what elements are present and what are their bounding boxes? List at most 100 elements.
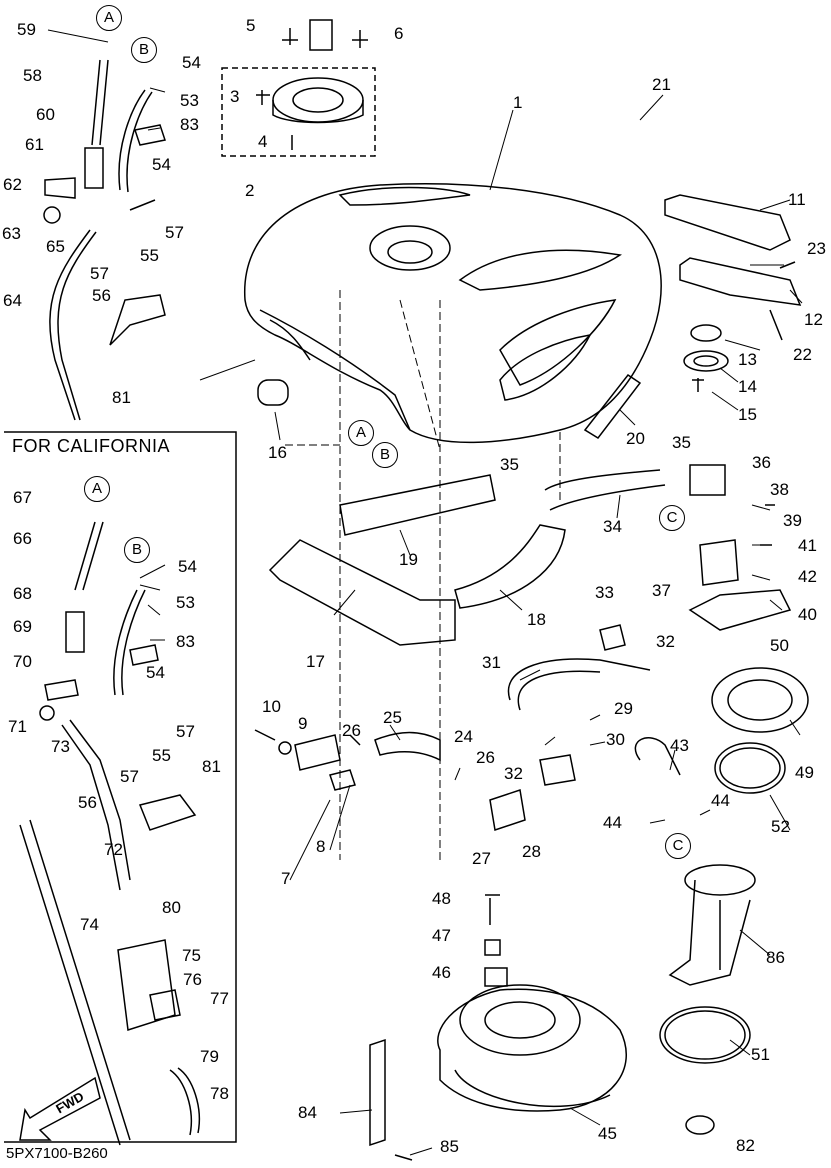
part-label-77: 77 — [210, 989, 229, 1008]
part-label-13: 13 — [738, 350, 757, 369]
part-label-53b: 53 — [176, 593, 195, 612]
part-label-63: 63 — [2, 224, 21, 243]
callout-b-tank: B — [372, 442, 398, 468]
part-label-47: 47 — [432, 926, 451, 945]
part-label-31: 31 — [482, 653, 501, 672]
part-label-4: 4 — [258, 132, 268, 151]
part-label-56a: 56 — [92, 286, 111, 305]
part-label-54b: 54 — [152, 155, 171, 174]
part-label-48: 48 — [432, 889, 451, 908]
diagram-code: 5PX7100-B260 — [6, 1145, 108, 1162]
part-label-58: 58 — [23, 66, 42, 85]
part-label-62: 62 — [3, 175, 22, 194]
part-label-74: 74 — [80, 915, 99, 934]
callout-c-pump: C — [665, 833, 691, 859]
part-label-12: 12 — [804, 310, 823, 329]
part-label-3: 3 — [230, 87, 240, 106]
part-label-17: 17 — [306, 652, 325, 671]
part-label-44b: 44 — [603, 813, 622, 832]
callout-a-tank: A — [348, 420, 374, 446]
part-label-7: 7 — [281, 869, 291, 888]
part-label-33: 33 — [595, 583, 614, 602]
part-label-24: 24 — [454, 727, 473, 746]
part-label-20: 20 — [626, 429, 645, 448]
part-label-52: 52 — [771, 817, 790, 836]
part-label-38: 38 — [770, 480, 789, 499]
part-label-54d: 54 — [146, 663, 165, 682]
part-label-54a: 54 — [182, 53, 201, 72]
california-box — [4, 431, 237, 1146]
part-label-78: 78 — [210, 1084, 229, 1103]
part-label-73: 73 — [51, 737, 70, 756]
california-box-title: FOR CALIFORNIA — [12, 436, 171, 456]
part-label-8: 8 — [316, 837, 326, 856]
part-label-30: 30 — [606, 730, 625, 749]
reference-lines — [285, 290, 561, 860]
grommets — [257, 309, 783, 406]
part-label-1: 1 — [513, 93, 523, 112]
part-label-10: 10 — [262, 697, 281, 716]
part-label-81a: 81 — [112, 388, 131, 407]
callout-b-california: B — [124, 537, 150, 563]
part-label-25: 25 — [383, 708, 402, 727]
part-label-61: 61 — [25, 135, 44, 154]
part-label-34: 34 — [603, 517, 622, 536]
part-label-82: 82 — [736, 1136, 755, 1155]
part-label-85: 85 — [440, 1137, 459, 1156]
part-label-69: 69 — [13, 617, 32, 636]
fwd-arrow — [19, 1076, 101, 1141]
part-label-76: 76 — [183, 970, 202, 989]
part-label-55b: 55 — [152, 746, 171, 765]
part-label-54c: 54 — [178, 557, 197, 576]
part-label-64: 64 — [3, 291, 22, 310]
callout-a-top: A — [96, 5, 122, 31]
part-label-23: 23 — [807, 239, 826, 258]
part-label-11: 11 — [788, 190, 806, 209]
part-label-16: 16 — [268, 443, 287, 462]
part-label-45: 45 — [598, 1124, 617, 1143]
part-label-26b: 26 — [476, 748, 495, 767]
callout-a-california: A — [84, 476, 110, 502]
part-label-72: 72 — [104, 840, 123, 859]
part-label-56b: 56 — [78, 793, 97, 812]
rubber-pads — [268, 373, 642, 646]
part-label-83b: 83 — [176, 632, 195, 651]
mount-bracket — [369, 1038, 413, 1161]
tank-tray — [437, 894, 627, 1112]
part-label-46: 46 — [432, 963, 451, 982]
part-label-67: 67 — [13, 488, 32, 507]
part-label-49: 49 — [795, 763, 814, 782]
part-label-66: 66 — [13, 529, 32, 548]
part-label-86: 86 — [766, 948, 785, 967]
part-label-6: 6 — [394, 24, 404, 43]
part-label-55a: 55 — [140, 246, 159, 265]
part-label-22: 22 — [793, 345, 812, 364]
fuel-sender-bracket — [688, 504, 792, 631]
part-label-44a: 44 — [711, 791, 730, 810]
part-label-81b: 81 — [202, 757, 221, 776]
part-label-59: 59 — [17, 20, 36, 39]
part-label-50: 50 — [770, 636, 789, 655]
part-label-84: 84 — [298, 1103, 317, 1122]
part-label-26a: 26 — [342, 721, 361, 740]
part-label-35b: 35 — [672, 433, 691, 452]
part-label-83a: 83 — [180, 115, 199, 134]
part-label-9: 9 — [298, 714, 308, 733]
part-label-65: 65 — [46, 237, 65, 256]
part-label-21: 21 — [652, 75, 671, 94]
part-label-71: 71 — [8, 717, 27, 736]
part-label-37: 37 — [652, 581, 671, 600]
fuel-tank — [244, 183, 662, 444]
part-label-5: 5 — [246, 16, 256, 35]
part-label-14: 14 — [738, 377, 757, 396]
part-label-53a: 53 — [180, 91, 199, 110]
part-label-42: 42 — [798, 567, 817, 586]
part-label-60: 60 — [36, 105, 55, 124]
part-label-39: 39 — [783, 511, 802, 530]
callout-b-top: B — [131, 37, 157, 63]
part-label-57c: 57 — [176, 722, 195, 741]
leader-lines — [47, 29, 803, 1156]
part-label-75: 75 — [182, 946, 201, 965]
hose-clamp — [685, 1115, 715, 1135]
